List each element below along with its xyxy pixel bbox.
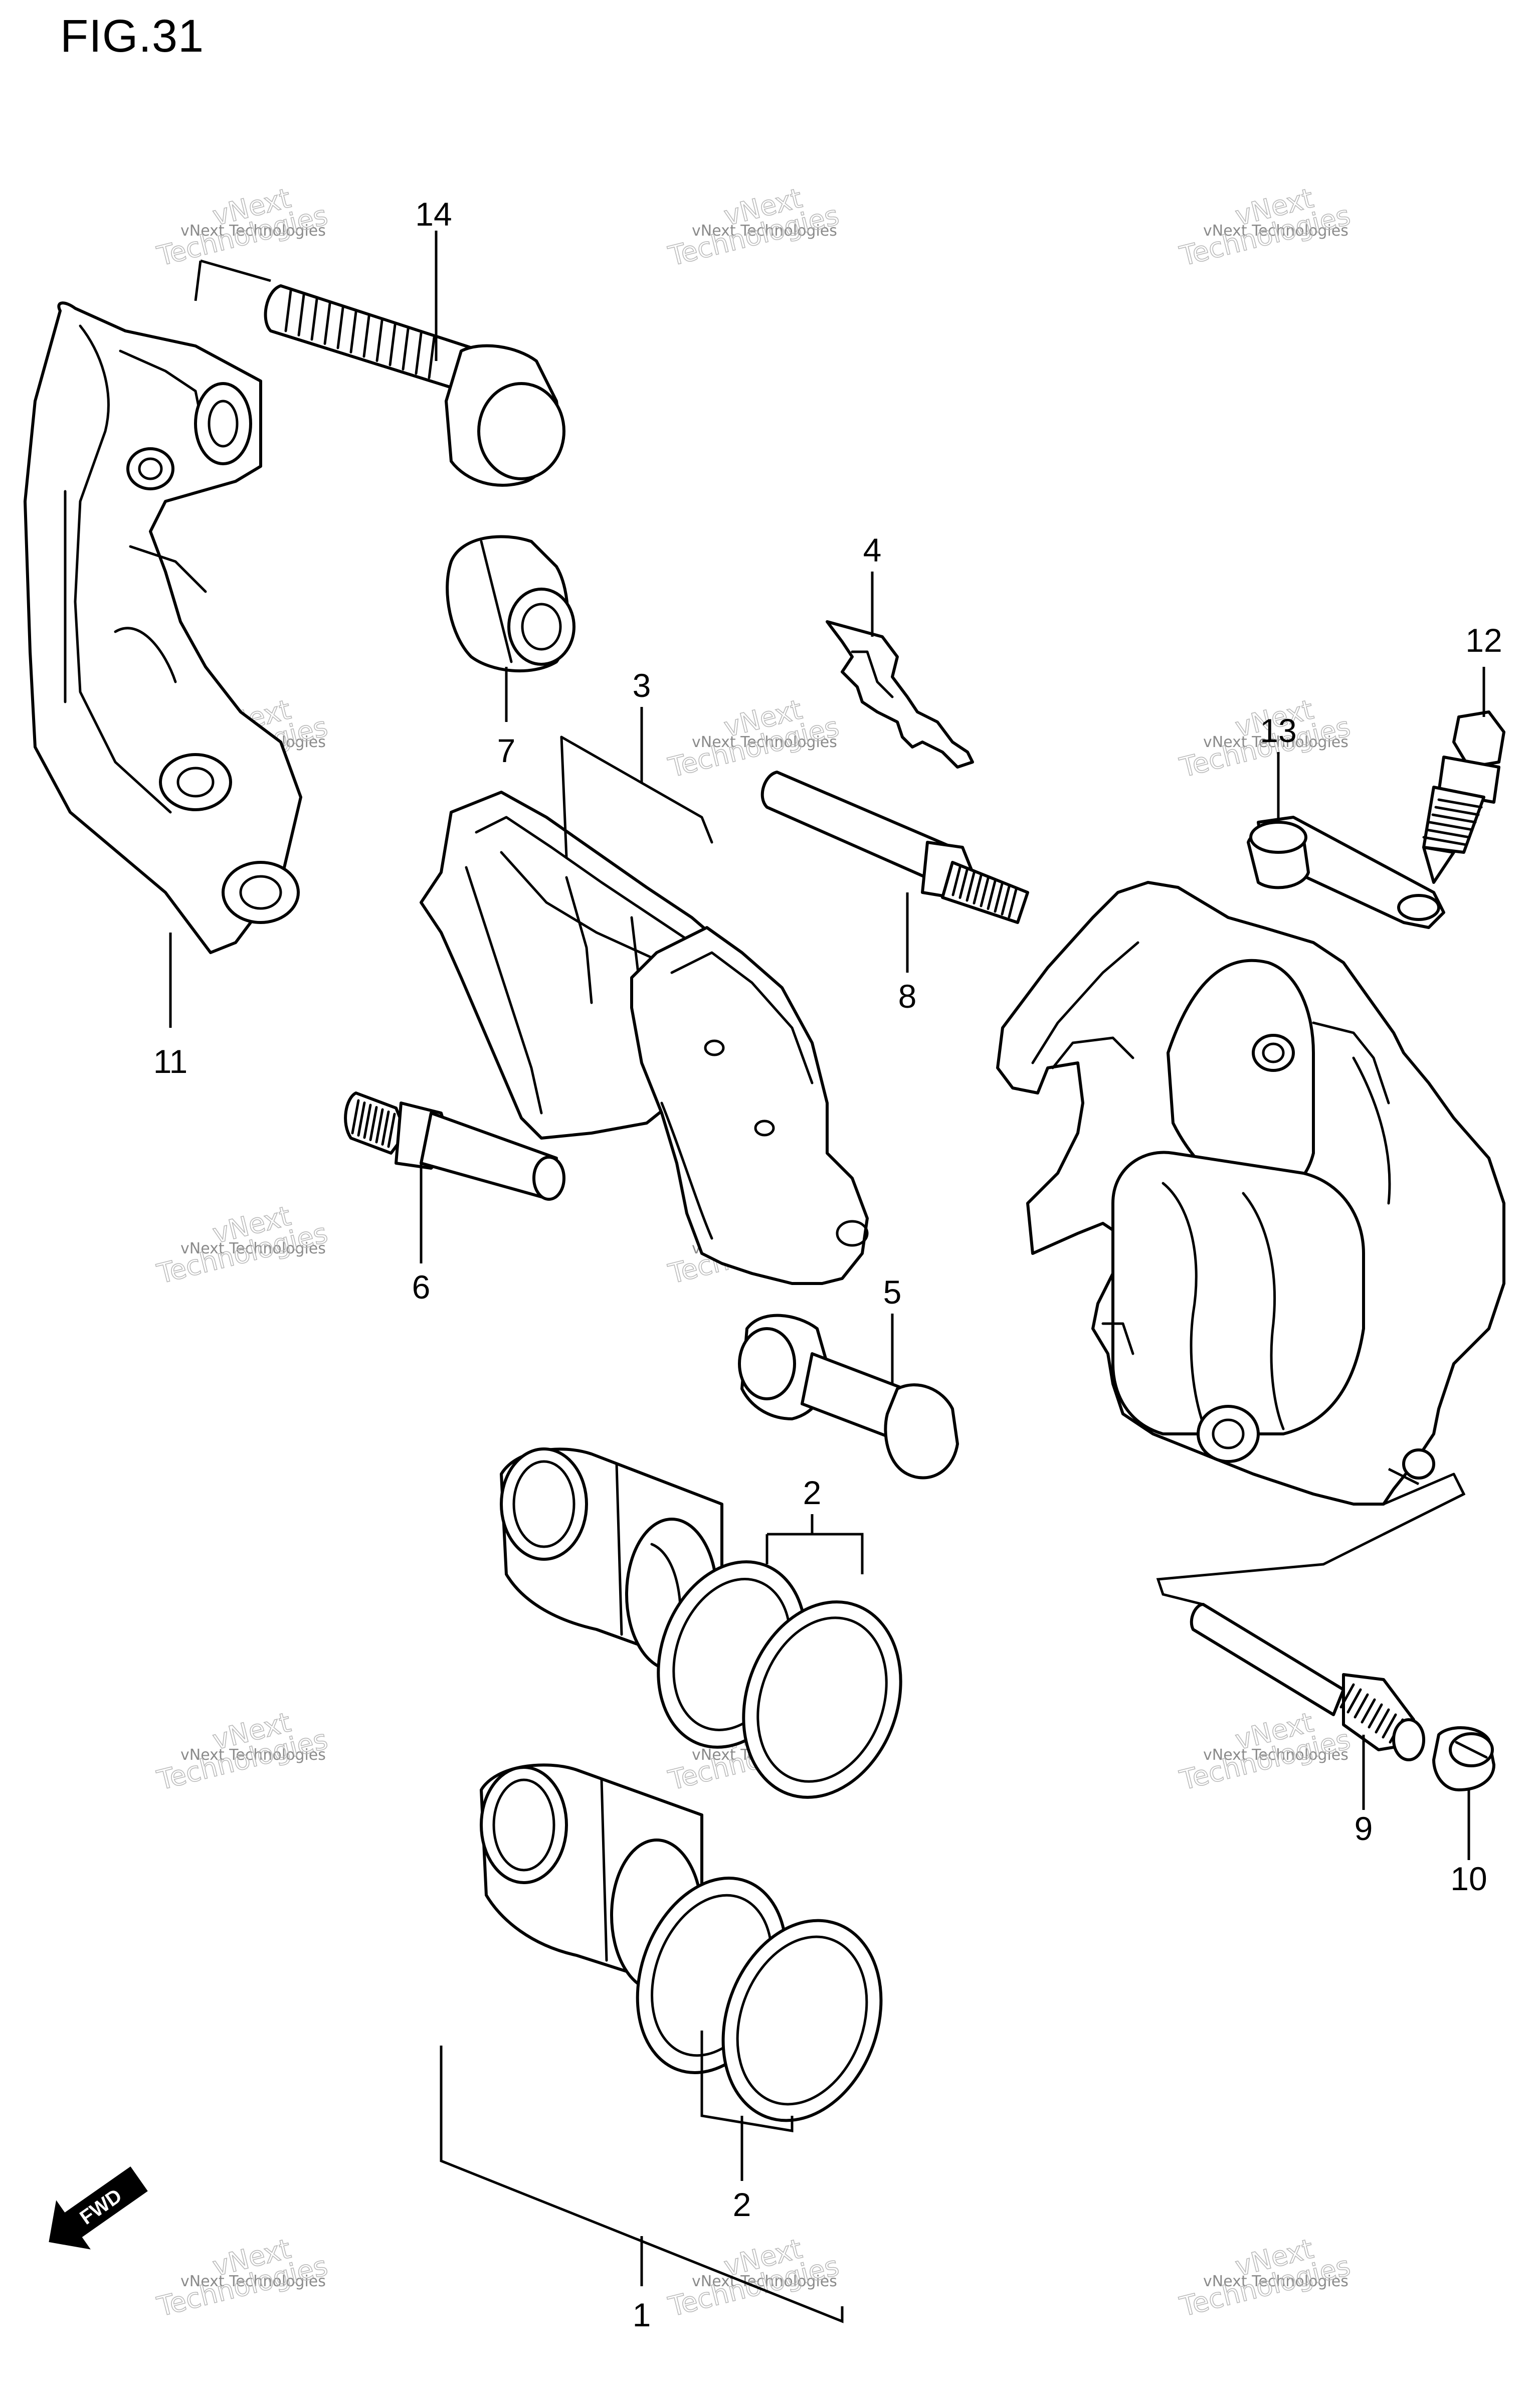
thread-line <box>428 336 436 379</box>
watermark-line1: vNext Technologies <box>692 222 837 240</box>
thread-line <box>1425 828 1471 839</box>
part-6-slide-pin <box>344 1091 565 1263</box>
part-5-pin-bolt <box>738 1314 959 1480</box>
callout-9: 9 <box>1355 1810 1373 1847</box>
watermark-line1: vNext Technologies <box>1203 733 1349 751</box>
piston-seal-set-lower <box>480 1763 883 2181</box>
thread-line <box>369 1106 378 1141</box>
forward-direction-badge: FWD <box>49 2166 148 2250</box>
thread-line <box>987 880 997 910</box>
callout-8: 8 <box>898 978 917 1015</box>
part-7-rubber-bush <box>446 535 575 722</box>
thread-line <box>387 1113 396 1148</box>
watermark-line1: vNext Technologies <box>692 733 837 751</box>
thread-line <box>1382 1713 1397 1739</box>
thread-line <box>1354 1693 1369 1719</box>
thread-line <box>951 866 961 896</box>
part-1-bracket-line <box>440 2046 844 2323</box>
thread-line <box>310 298 318 341</box>
thread-line <box>1434 806 1480 816</box>
thread-line <box>1361 1698 1376 1724</box>
callout-13: 13 <box>1260 712 1296 749</box>
watermark-line1: vNext Technologies <box>1203 2273 1349 2290</box>
part-10-plug <box>1432 1726 1495 1860</box>
assembly-bracket-lines <box>194 259 1466 1606</box>
part-13-bleeder-cap <box>1247 752 1445 929</box>
thread-line <box>402 328 410 371</box>
callout-10: 10 <box>1450 1860 1487 1897</box>
watermark-line1: vNext Technologies <box>1203 222 1349 240</box>
thread-line <box>415 332 423 375</box>
part-3-brake-pad-set <box>420 707 869 1285</box>
thread-line <box>381 1111 390 1146</box>
figure-title: FIG.31 <box>60 11 205 62</box>
thread-line <box>297 294 305 336</box>
thread-line <box>389 323 397 366</box>
thread-line <box>336 306 344 349</box>
thread-line <box>980 877 990 907</box>
thread-line <box>1375 1708 1390 1734</box>
thread-line <box>973 874 983 904</box>
thread-line <box>1437 798 1483 809</box>
thread-line <box>1001 885 1011 915</box>
callout-2-lower: 2 <box>733 2186 751 2223</box>
thread-line <box>1339 1683 1355 1709</box>
thread-line <box>375 319 383 362</box>
callout-11: 11 <box>153 1043 188 1080</box>
thread-line <box>1368 1703 1383 1729</box>
thread-line <box>1346 1688 1362 1714</box>
watermark-line1: vNext Technologies <box>180 1746 326 1764</box>
callout-5: 5 <box>883 1273 902 1311</box>
watermark-line1: vNext Technologies <box>180 2273 326 2290</box>
part-4-pad-spring <box>826 572 974 769</box>
piston-seal-set-upper <box>500 1447 902 1799</box>
callout-3: 3 <box>633 667 651 704</box>
thread-line <box>323 302 331 345</box>
watermark-line1: vNext Technologies <box>180 1240 326 1257</box>
callout-1: 1 <box>633 2296 651 2333</box>
callout-6: 6 <box>412 1268 431 1306</box>
thread-line <box>349 311 357 353</box>
watermark-line1: vNext Technologies <box>1203 1746 1349 1764</box>
callout-14: 14 <box>415 196 452 233</box>
thread-line <box>363 1104 372 1139</box>
thread-line <box>966 871 976 902</box>
part-11-caliper-bracket <box>24 301 302 1028</box>
thread-line <box>1422 836 1468 846</box>
thread-line <box>375 1108 384 1144</box>
thread-line <box>351 1099 360 1135</box>
callout-2-upper: 2 <box>803 1474 822 1511</box>
thread-line <box>357 1102 366 1137</box>
thread-line <box>362 315 370 358</box>
thread-line <box>994 882 1004 913</box>
callout-4: 4 <box>863 531 882 569</box>
watermark-line1: vNext Technologies <box>692 2273 837 2290</box>
part-8-slide-pin <box>760 771 1029 973</box>
caliper-body <box>996 881 1505 1536</box>
thread-line <box>1431 813 1477 824</box>
callout-7: 7 <box>497 732 516 769</box>
callout-12: 12 <box>1465 622 1502 659</box>
watermark-line1: vNext Technologies <box>180 222 326 240</box>
part-9-slide-pin <box>1190 1603 1425 1810</box>
thread-line <box>958 869 969 899</box>
thread-line <box>1428 821 1474 831</box>
part-12-bleeder-valve <box>1422 667 1505 884</box>
part-14-bolt <box>264 231 565 487</box>
thread-line <box>1008 888 1018 919</box>
thread-line <box>284 289 292 332</box>
